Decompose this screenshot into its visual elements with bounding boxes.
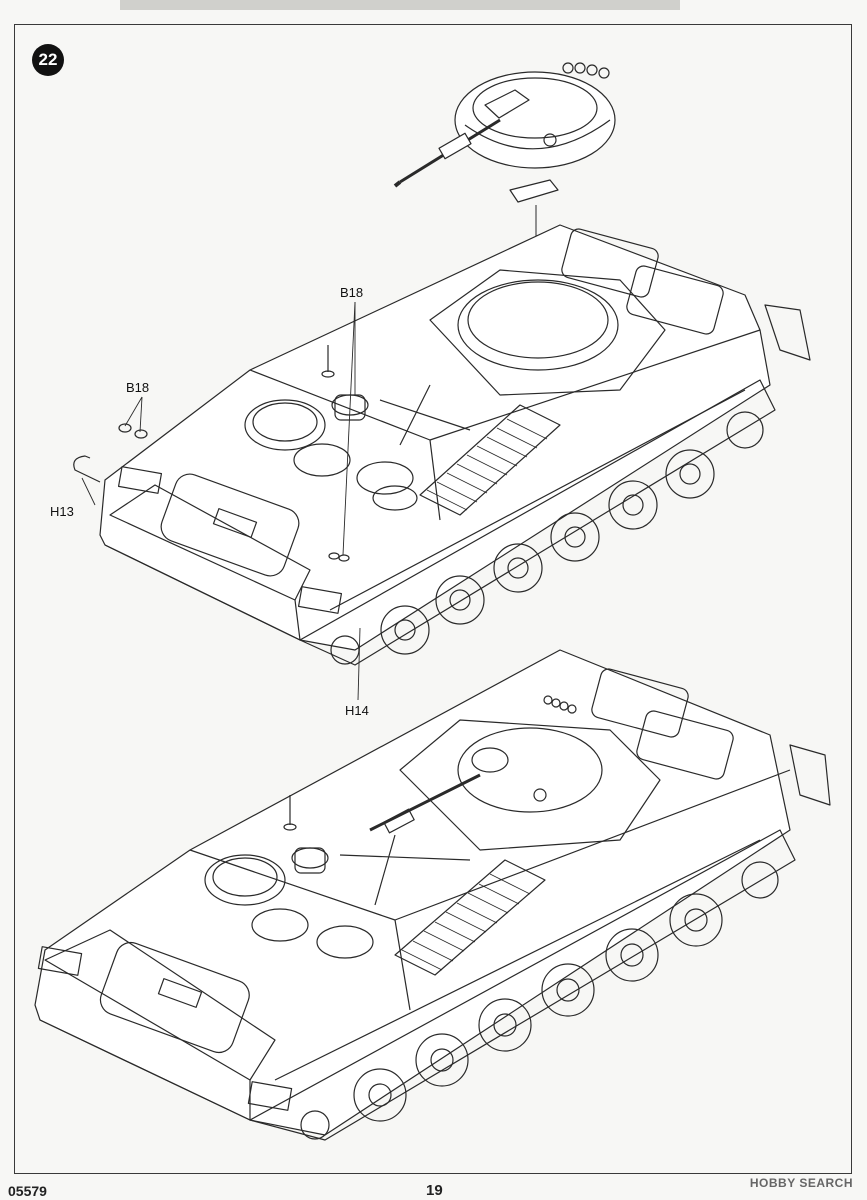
product-code: 05579 [8, 1183, 47, 1199]
turret-exploded-illustration [393, 62, 616, 203]
watermark-logo: HOBBY SEARCH [749, 1176, 853, 1190]
callout-h14: H14 [345, 703, 369, 718]
callout-h13: H13 [50, 504, 74, 519]
page-frame [14, 24, 852, 1174]
scan-top-bar [120, 0, 680, 10]
page-number: 19 [426, 1182, 443, 1199]
step-number-badge: 22 [32, 44, 64, 76]
callout-b18-upper: B18 [340, 285, 364, 300]
upper-vehicle-illustration [99, 224, 811, 666]
callout-b18-lower: B18 [126, 380, 150, 395]
lower-vehicle-illustration [34, 649, 831, 1141]
